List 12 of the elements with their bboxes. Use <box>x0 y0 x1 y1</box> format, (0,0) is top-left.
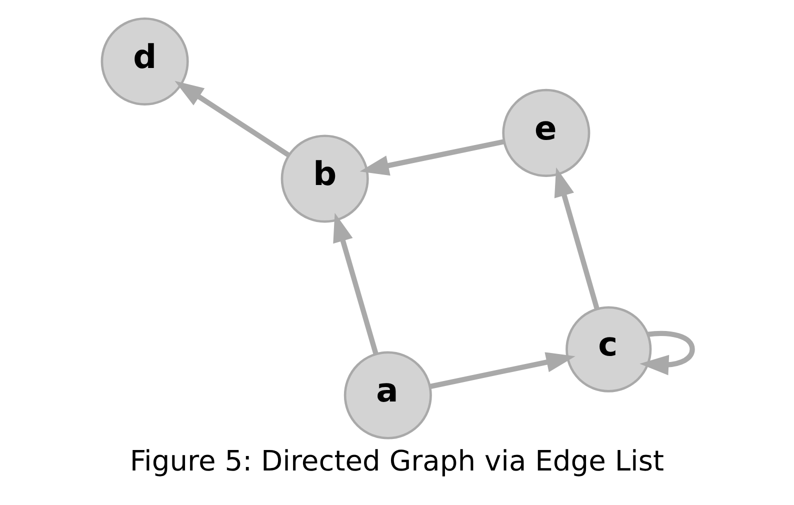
node-circle: e <box>502 88 590 176</box>
arrow <box>360 138 504 176</box>
arrow <box>174 80 290 157</box>
caption: Figure 5: Directed Graph via Edge List <box>130 444 664 477</box>
arrow <box>430 352 576 388</box>
node-circle: d <box>100 16 189 105</box>
node-circle: c <box>566 306 652 392</box>
node-circle: a <box>344 350 432 439</box>
node-circle: b <box>280 134 369 222</box>
arrow <box>640 330 695 375</box>
arrow <box>554 166 600 309</box>
arrow <box>333 212 378 354</box>
